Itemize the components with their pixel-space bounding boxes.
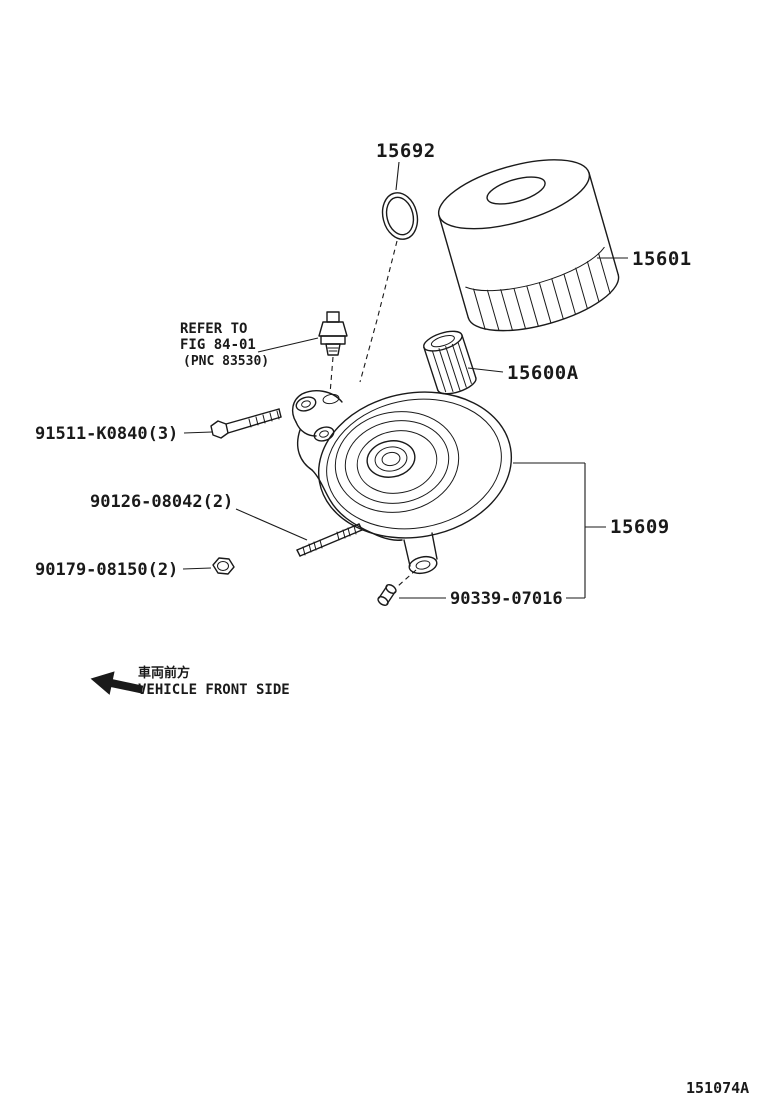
o-ring-drawing (381, 192, 419, 240)
label-refer-line1: REFER TO (180, 321, 247, 337)
nut-drawing (212, 557, 235, 575)
filter-union-drawing (423, 330, 477, 395)
label-90179: 90179-08150(2) (35, 560, 178, 580)
label-90339: 90339-07016 (450, 589, 563, 609)
plug-drawing (377, 584, 397, 606)
label-refer-line2: FIG 84-01 (180, 337, 256, 353)
label-90126: 90126-08042(2) (90, 492, 233, 512)
label-refer-line3: (PNC 83530) (183, 354, 269, 369)
stud-drawing (296, 523, 363, 557)
oil-filter-drawing (437, 159, 620, 332)
label-15601: 15601 (632, 248, 692, 270)
label-15609: 15609 (610, 516, 670, 538)
label-15600A: 15600A (507, 362, 579, 384)
label-15692: 15692 (376, 140, 436, 162)
label-91511: 91511-K0840(3) (35, 424, 178, 444)
bolt-drawing (210, 408, 282, 439)
filter-bracket-drawing (291, 390, 513, 575)
label-front-side-en: VEHICLE FRONT SIDE (138, 682, 290, 698)
diagram-code: 151074A (686, 1079, 749, 1097)
oil-pressure-switch-drawing (318, 311, 348, 356)
assembly-axis-lines (329, 240, 417, 587)
front-side-arrow (90, 671, 144, 695)
label-front-side-jp: 車両前方 (138, 665, 190, 681)
leader-lines (182, 161, 628, 599)
